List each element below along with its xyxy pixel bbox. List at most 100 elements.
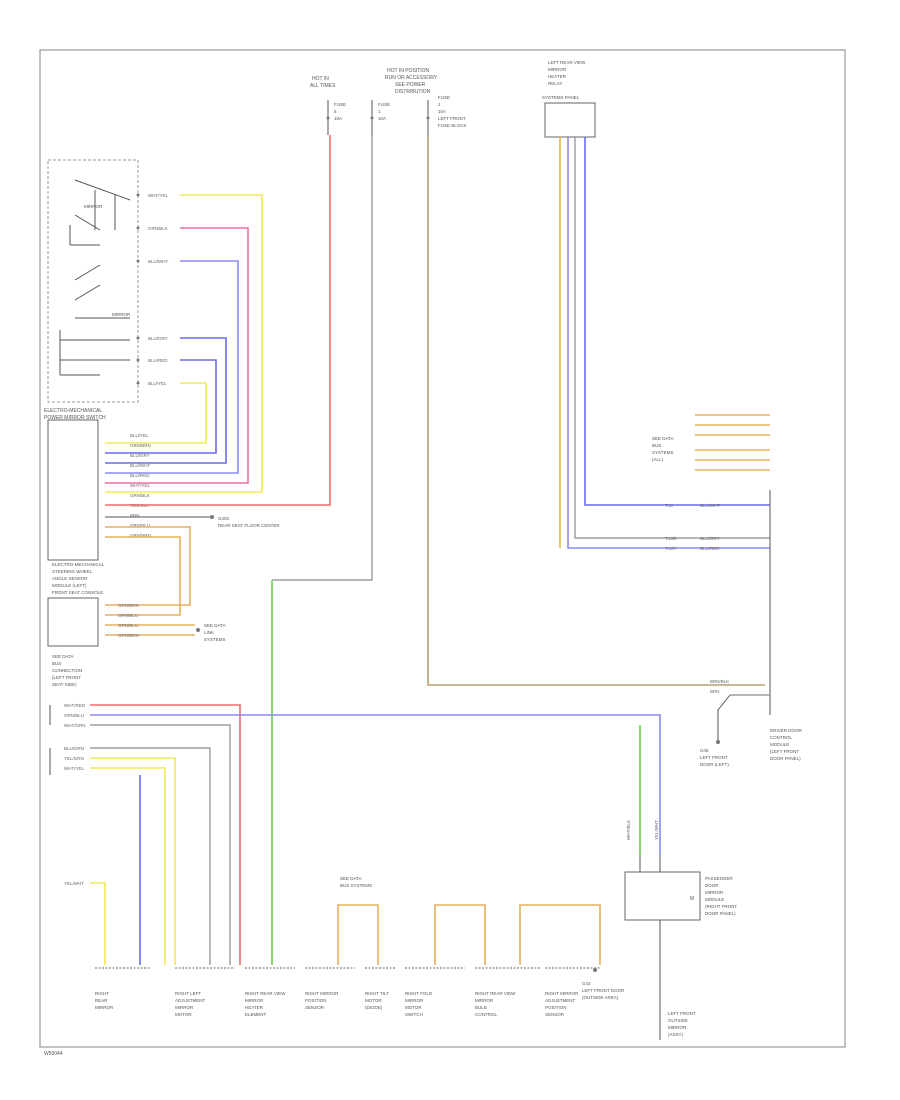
svg-text:HOT IN POSITION: HOT IN POSITION xyxy=(387,68,430,74)
switch-contacts xyxy=(59,179,131,376)
component-label: (DIODE) xyxy=(365,1005,383,1010)
angle-sensor-title: ELECTRO-MECHANICAL STEERING WHEEL ANGLE … xyxy=(52,562,105,595)
passenger-mirror-title: PASSENGER DOOR MIRROR MODULE (RIGHT FRON… xyxy=(705,876,737,916)
svg-text:(LEFT FRONT: (LEFT FRONT xyxy=(52,675,81,680)
svg-text:SEAT SIDE): SEAT SIDE) xyxy=(52,682,77,687)
module-pin-labels: BLU/YEL GRN/BRN BLU/GRY BLU/WHT BLU/RED … xyxy=(130,433,151,538)
component-label: MOTOR xyxy=(365,998,382,1003)
svg-text:BLU/WHT: BLU/WHT xyxy=(148,259,169,264)
svg-text:T13/6: T13/6 xyxy=(665,536,677,541)
svg-text:BLU/RED: BLU/RED xyxy=(130,473,150,478)
angle-sensor-pin-labels: ORN/BRN ORN/BLU ORN/BLU ORN/BRN xyxy=(118,603,139,638)
svg-text:FUSE BLOCK: FUSE BLOCK xyxy=(438,123,467,128)
bottom-orange-wires xyxy=(434,904,601,972)
svg-text:(ALL): (ALL) xyxy=(652,457,664,462)
svg-text:BUS: BUS xyxy=(52,661,61,666)
svg-text:ELECTRO-MECHANICAL: ELECTRO-MECHANICAL xyxy=(52,562,105,567)
svg-text:FUSE: FUSE xyxy=(334,102,346,107)
hot-in-run-label: HOT IN POSITION RUN OR ACCESSORY SEE POW… xyxy=(385,68,438,95)
right-module-wire-labels: BLU/WHT BLU/GRY BLU/RED BRN/BLK BRN T13 … xyxy=(665,503,729,694)
svg-text:BUS SYSTEMS: BUS SYSTEMS xyxy=(340,883,372,888)
svg-text:G403: G403 xyxy=(218,516,230,521)
fuse-b-label: FUSE 1 10A xyxy=(378,102,390,121)
svg-text:CONTROL: CONTROL xyxy=(770,735,792,740)
mid-wire-labels: WHT/RED ORN/BLU WHT/GRN BLU/GRN YEL/GRN … xyxy=(64,703,86,771)
fuse-a-label: FUSE 5 10A xyxy=(334,102,346,121)
svg-text:10A: 10A xyxy=(378,116,386,121)
svg-text:WHT/YEL: WHT/YEL xyxy=(64,766,84,771)
svg-text:MIRROR: MIRROR xyxy=(84,204,103,209)
svg-text:BRN: BRN xyxy=(130,513,140,518)
svg-text:10A: 10A xyxy=(334,116,342,121)
svg-text:HEATER: HEATER xyxy=(548,74,567,79)
switch-terminals xyxy=(136,193,140,385)
svg-text:LEFT REAR VIEW: LEFT REAR VIEW xyxy=(548,60,586,65)
svg-text:HOT IN: HOT IN xyxy=(312,76,329,82)
svg-text:(ASSY): (ASSY) xyxy=(668,1032,684,1037)
switch-wires xyxy=(105,194,263,493)
svg-text:LEFT FRONT DOOR: LEFT FRONT DOOR xyxy=(582,988,625,993)
svg-text:LEFT FRONT: LEFT FRONT xyxy=(700,755,728,760)
component-label: RIGHT REAR VIEW xyxy=(475,991,516,996)
component-label: HEATER xyxy=(245,1005,264,1010)
switch-mirror-labels: MIRROR MIRROR xyxy=(84,204,131,317)
pink-wire-label: YEL/WHT xyxy=(64,881,106,965)
svg-text:MIRROR: MIRROR xyxy=(668,1025,687,1030)
svg-text:ORN/BLU: ORN/BLU xyxy=(118,623,138,628)
component-label: MIRROR xyxy=(405,998,424,1003)
svg-text:ELECTRO-MECHANICAL: ELECTRO-MECHANICAL xyxy=(44,408,102,414)
svg-text:SEE POWER: SEE POWER xyxy=(395,82,426,88)
svg-text:1: 1 xyxy=(438,102,441,107)
svg-text:PASSENGER: PASSENGER xyxy=(705,876,733,881)
component-label: MIRROR xyxy=(475,998,494,1003)
svg-text:WHT/RED: WHT/RED xyxy=(64,703,86,708)
svg-text:BRN: BRN xyxy=(710,689,720,694)
top-right-relay: LEFT REAR VIEW MIRROR HEATER RELAY SYSTE… xyxy=(542,60,596,138)
svg-text:RELAY: RELAY xyxy=(548,81,562,86)
svg-text:ORN/BRN: ORN/BRN xyxy=(130,533,151,538)
gray-wire-b xyxy=(272,135,373,581)
svg-text:ALL TIMES: ALL TIMES xyxy=(310,83,336,89)
svg-text:BLU/GRY: BLU/GRY xyxy=(148,336,168,341)
svg-text:DISTRIBUTION: DISTRIBUTION xyxy=(395,89,431,95)
svg-text:YEL/WHT: YEL/WHT xyxy=(64,881,84,886)
svg-text:WHT/YEL: WHT/YEL xyxy=(148,193,168,198)
component-label: POSITION xyxy=(305,998,327,1003)
svg-text:LINK: LINK xyxy=(204,630,214,635)
svg-text:DOOR (LEFT): DOOR (LEFT) xyxy=(700,762,729,767)
mirror-switch-lower-box xyxy=(47,419,99,561)
component-label: MIRROR xyxy=(95,1005,114,1010)
red-wire xyxy=(105,135,331,506)
tan-wire xyxy=(427,135,765,686)
svg-text:SEE DATA: SEE DATA xyxy=(204,623,226,628)
component-label: SENSOR xyxy=(305,1005,325,1010)
svg-text:MIRROR: MIRROR xyxy=(112,312,131,317)
svg-text:G45: G45 xyxy=(700,748,709,753)
svg-text:POWER MIRROR SWITCH: POWER MIRROR SWITCH xyxy=(44,415,106,421)
svg-text:BLU/GRN: BLU/GRN xyxy=(64,746,84,751)
right-module-ground: G45 LEFT FRONT DOOR (LEFT) xyxy=(700,748,729,767)
svg-text:BLU/WHT: BLU/WHT xyxy=(130,463,151,468)
component-label: RIGHT MIRROR xyxy=(545,991,579,996)
component-label: RIGHT LEFT xyxy=(175,991,201,996)
mirror-module-wire-labels: WHT/BLK YEL/WHT xyxy=(626,820,659,840)
component-label: ADJUSTMENT xyxy=(545,998,576,1003)
fuse-c-label: FUSE 1 10A LEFT FRONT FUSE BLOCK xyxy=(438,95,467,128)
svg-text:CONNECTION: CONNECTION xyxy=(52,668,82,673)
svg-text:(RIGHT FRONT: (RIGHT FRONT xyxy=(705,904,737,909)
svg-text:WHT/YEL: WHT/YEL xyxy=(130,483,150,488)
component-label: RIGHT REAR VIEW xyxy=(245,991,286,996)
component-label: CONTROL xyxy=(475,1012,497,1017)
component-label: ADJUSTMENT xyxy=(175,998,206,1003)
svg-text:GRN/BLK: GRN/BLK xyxy=(130,493,150,498)
svg-text:SYSTEMS: SYSTEMS xyxy=(652,450,674,455)
bottom-fuse-label: SEE DATA BUS SYSTEMS xyxy=(337,876,379,965)
svg-text:BLU/RED: BLU/RED xyxy=(700,546,720,551)
